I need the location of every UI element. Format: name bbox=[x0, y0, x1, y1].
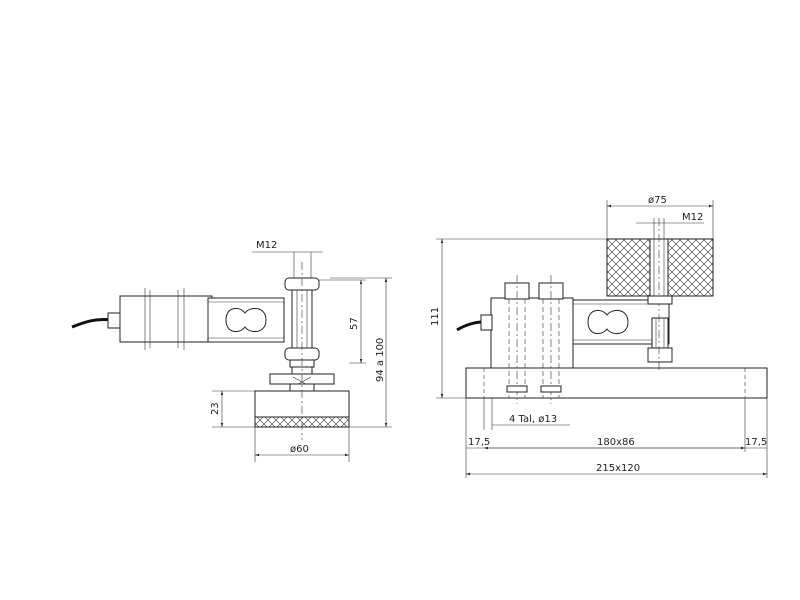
left-dim-base-diameter: ø60 bbox=[290, 444, 309, 455]
right-cable bbox=[456, 320, 484, 332]
right-dim-holes: 4 Tal, ø13 bbox=[509, 414, 557, 425]
right-dim-hole-spacing: 180x86 bbox=[597, 437, 635, 448]
left-side-view: M12 57 94 a 100 23 ø60 bbox=[71, 240, 392, 462]
right-dim-edge-left: 17,5 bbox=[468, 437, 490, 448]
right-load-bolt bbox=[651, 317, 669, 349]
right-side-view: ø75 M12 111 4 Tal, ø13 17,5 180x86 17,5 … bbox=[430, 195, 768, 478]
left-binocular-hole bbox=[225, 307, 267, 333]
left-dim-total-height: 94 a 100 bbox=[375, 338, 386, 382]
left-cable bbox=[71, 318, 113, 329]
right-binocular-hole bbox=[587, 309, 629, 335]
left-dim-thread: M12 bbox=[256, 240, 277, 251]
right-dim-thread: M12 bbox=[682, 212, 703, 223]
right-cable-gland bbox=[480, 314, 493, 331]
right-dim-load-diameter: ø75 bbox=[648, 195, 667, 206]
right-base-plate bbox=[465, 367, 768, 399]
right-mount-block bbox=[490, 297, 574, 369]
right-dim-edge-right: 17,5 bbox=[745, 437, 767, 448]
right-dim-height: 111 bbox=[430, 307, 441, 326]
right-dim-plate: 215x120 bbox=[596, 463, 640, 474]
left-sensing-section bbox=[207, 297, 285, 343]
left-cable-gland bbox=[107, 312, 121, 329]
left-dim-base-height: 23 bbox=[210, 402, 221, 415]
left-load-cell-body bbox=[119, 295, 213, 343]
left-dim-57: 57 bbox=[349, 317, 360, 330]
